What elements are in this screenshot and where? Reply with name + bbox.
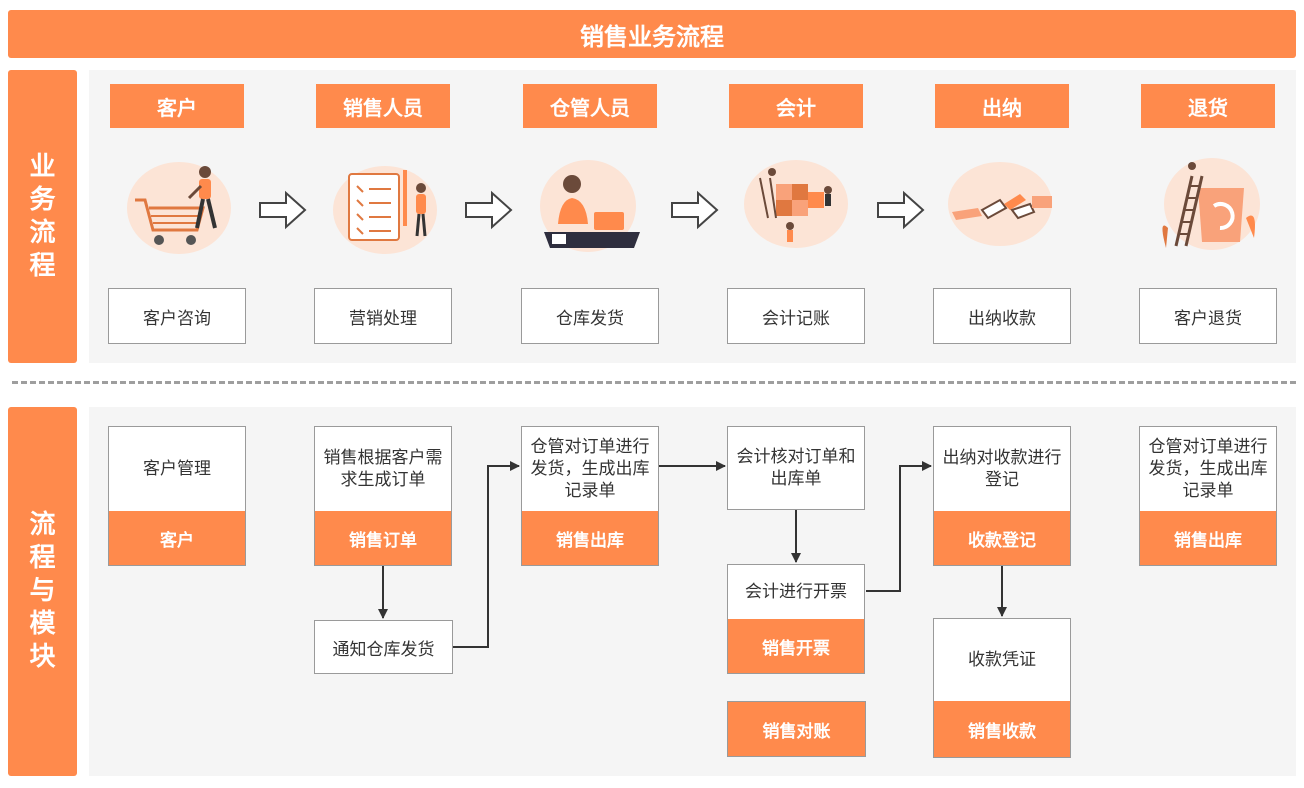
role-sales: 销售人员 xyxy=(316,84,450,128)
section-label-business-flow: 业 务 流 程 xyxy=(8,70,77,363)
step-customer-consult: 客户咨询 xyxy=(108,288,246,344)
card-description: 仓管对订单进行发货，生成出库记录单 xyxy=(530,437,650,501)
step-customer-return: 客户退货 xyxy=(1139,288,1277,344)
role-return: 退货 xyxy=(1141,84,1275,128)
card-description: 销售根据客户需求生成订单 xyxy=(323,448,443,490)
role-warehouse: 仓管人员 xyxy=(523,84,657,128)
card-description: 客户管理 xyxy=(143,459,211,479)
flow-arrow-icon xyxy=(671,190,719,230)
card-module-label: 收款登记 xyxy=(934,511,1070,565)
section-label-char: 程 xyxy=(29,543,56,573)
step-bookkeeping: 会计记账 xyxy=(727,288,865,344)
notify-warehouse-box: 通知仓库发货 xyxy=(314,620,453,674)
card-module-label: 销售收款 xyxy=(934,701,1070,757)
card-description: 出纳对收款进行登记 xyxy=(942,448,1062,490)
section-label-char: 块 xyxy=(29,642,56,672)
section-divider xyxy=(12,381,1296,384)
step-warehouse-ship: 仓库发货 xyxy=(521,288,659,344)
flow-arrow-icon xyxy=(465,190,513,230)
card-description: 收款凭证 xyxy=(968,650,1036,670)
desk-worker-icon xyxy=(540,160,640,252)
checklist-icon xyxy=(333,166,437,254)
card-module-label: 销售开票 xyxy=(728,619,864,673)
card-description: 仓管对订单进行发货，生成出库记录单 xyxy=(1148,437,1268,501)
shopping-cart-icon xyxy=(127,162,231,254)
card-module-label: 客户 xyxy=(109,511,245,565)
section-label-process-modules: 流 程 与 模 块 xyxy=(8,407,77,776)
module-card-return-outbound: 仓管对订单进行发货，生成出库记录单 销售出库 xyxy=(1139,426,1277,566)
card-module-label: 销售出库 xyxy=(522,511,658,565)
puzzle-team-icon xyxy=(744,160,848,248)
section-label-char: 务 xyxy=(29,184,56,215)
module-card-accountant-check: 会计核对订单和出库单 xyxy=(727,426,865,510)
step-marketing: 营销处理 xyxy=(314,288,452,344)
module-card-sales-outbound: 仓管对订单进行发货，生成出库记录单 销售出库 xyxy=(521,426,659,566)
module-card-sales-order: 销售根据客户需求生成订单 销售订单 xyxy=(314,426,452,566)
section-label-char: 与 xyxy=(29,576,56,606)
module-card-sales-receipt: 收款凭证 销售收款 xyxy=(933,618,1071,758)
section-label-char: 业 xyxy=(29,151,56,182)
flow-arrow-icon xyxy=(259,190,307,230)
role-cashier: 出纳 xyxy=(935,84,1069,128)
page-title: 销售业务流程 xyxy=(8,10,1296,58)
step-cashier-collect: 出纳收款 xyxy=(933,288,1071,344)
section-label-char: 程 xyxy=(29,250,56,281)
section-label-char: 流 xyxy=(29,217,56,248)
section-label-char: 流 xyxy=(29,510,56,540)
module-card-sales-invoice: 会计进行开票 销售开票 xyxy=(727,564,865,674)
section-label-char: 模 xyxy=(29,609,56,639)
role-customer: 客户 xyxy=(110,84,244,128)
card-module-label: 销售出库 xyxy=(1140,511,1276,565)
module-sales-reconcile: 销售对账 xyxy=(727,701,866,757)
card-module-label: 销售订单 xyxy=(315,511,451,565)
card-description: 会计核对订单和出库单 xyxy=(736,447,856,489)
role-accountant: 会计 xyxy=(729,84,863,128)
module-card-customer: 客户管理 客户 xyxy=(108,426,246,566)
handshake-icon xyxy=(948,162,1052,246)
card-description: 会计进行开票 xyxy=(745,582,847,602)
process-modules-panel xyxy=(89,407,1296,776)
module-card-receipt-register: 出纳对收款进行登记 收款登记 xyxy=(933,426,1071,566)
flow-arrow-icon xyxy=(877,190,925,230)
return-box-icon xyxy=(1162,158,1260,250)
